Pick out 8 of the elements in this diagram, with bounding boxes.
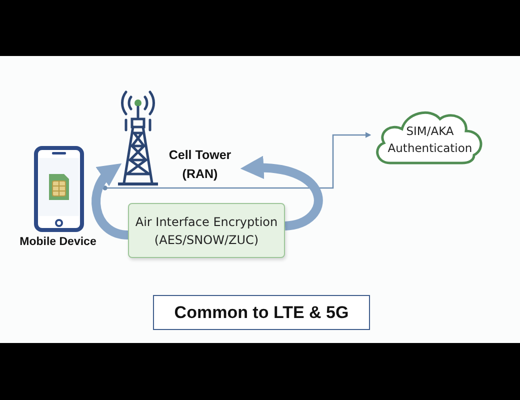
note-box <box>153 295 370 330</box>
cloud-text: SIM/AKA Authentication <box>386 123 474 157</box>
tower-label: Cell Tower (RAN) <box>168 147 232 183</box>
device-label: Mobile Device <box>18 236 98 248</box>
box-text: Air Interface Encryption (AES/SNOW/ZUC) <box>134 214 279 249</box>
connector-arrow <box>102 132 372 190</box>
process-box <box>128 203 285 258</box>
note-text: Common to LTE & 5G <box>173 303 350 323</box>
